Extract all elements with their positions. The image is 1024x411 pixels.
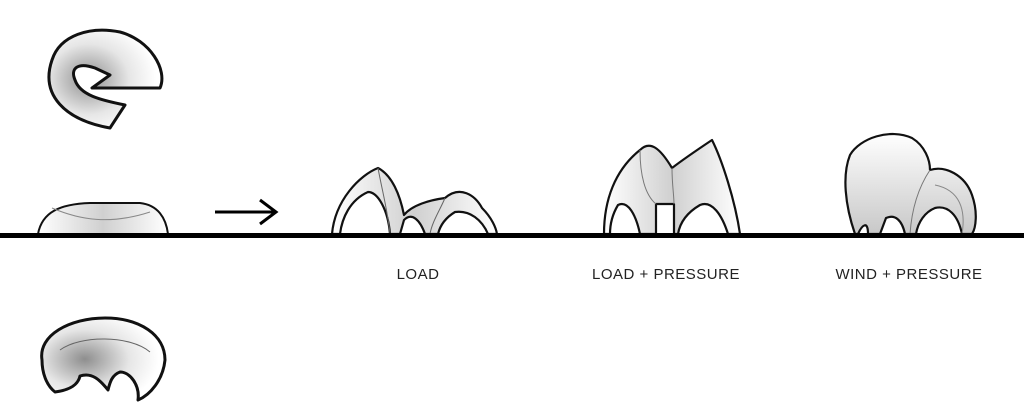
wind-pressure-shape: [844, 133, 977, 236]
plan-view-top-c-shape: [47, 28, 164, 130]
ground-line: [0, 233, 1024, 238]
arrow-icon: [215, 198, 279, 226]
label-load-pressure: LOAD + PRESSURE: [592, 266, 740, 283]
initial-section-shape: [36, 202, 170, 235]
label-load: LOAD: [396, 266, 440, 283]
load-pressure-shape: [602, 138, 742, 236]
load-shape: [330, 166, 499, 236]
label-wind-pressure: WIND + PRESSURE: [835, 266, 983, 283]
plan-view-bottom-ring-shape: [40, 316, 167, 402]
